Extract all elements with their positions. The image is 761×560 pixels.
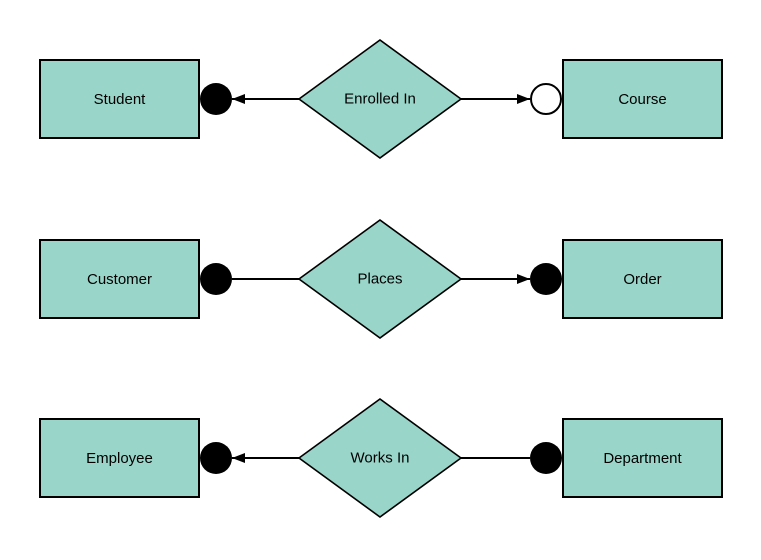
arrowhead-left [232, 453, 245, 463]
relationship-label: Enrolled In [344, 91, 416, 108]
diamond-shape [297, 219, 463, 339]
entity-student: Student [39, 59, 200, 139]
connector-line [232, 98, 300, 100]
filled-circle-terminator [200, 263, 232, 295]
entity-label: Course [618, 90, 667, 108]
entity-employee: Employee [39, 418, 200, 498]
connector-line [232, 457, 300, 459]
entity-label: Student [93, 90, 146, 108]
connector-line [461, 98, 530, 100]
filled-circle-terminator [200, 83, 232, 115]
entity-course: Course [562, 59, 723, 139]
relationship-label: Places [357, 271, 402, 288]
entity-label: Customer [86, 270, 153, 288]
arrowhead-right [517, 94, 530, 104]
relationship-label: Works In [351, 450, 410, 467]
relationship-places: Places [297, 219, 463, 339]
connector-line [461, 457, 530, 459]
filled-circle-terminator [530, 442, 562, 474]
filled-circle-terminator [530, 263, 562, 295]
diamond-shape [297, 39, 463, 159]
entity-customer: Customer [39, 239, 200, 319]
entity-label: Order [623, 270, 662, 288]
connector-line [461, 278, 530, 280]
connector-line [232, 278, 300, 280]
open-circle-terminator [530, 83, 562, 115]
entity-order: Order [562, 239, 723, 319]
entity-label: Employee [86, 449, 153, 467]
arrowhead-left [232, 94, 245, 104]
entity-label: Department [603, 449, 682, 467]
relationship-works-in: Works In [297, 398, 463, 518]
entity-department: Department [562, 418, 723, 498]
diamond-shape [297, 398, 463, 518]
filled-circle-terminator [200, 442, 232, 474]
arrowhead-right [517, 274, 530, 284]
relationship-enrolled-in: Enrolled In [297, 39, 463, 159]
